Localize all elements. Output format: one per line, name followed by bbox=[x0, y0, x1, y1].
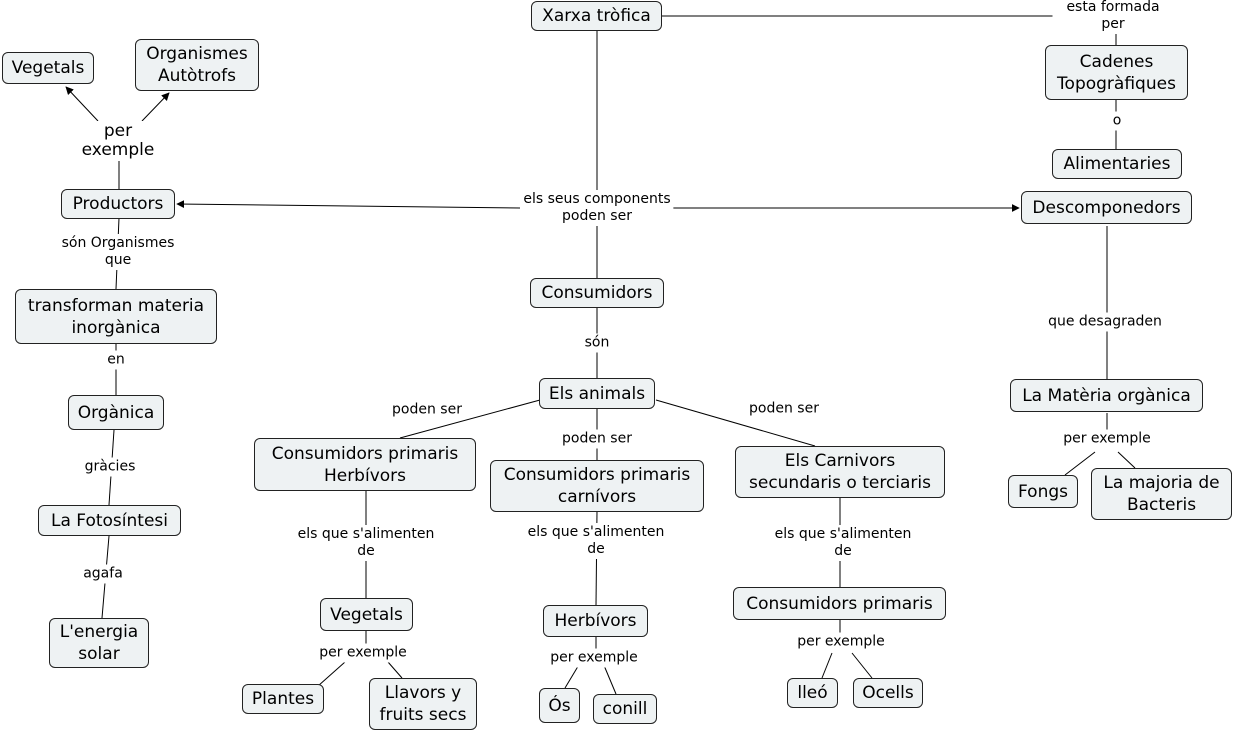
node-conill[interactable]: conill bbox=[593, 694, 657, 724]
node-fotosintesi[interactable]: La Fotosíntesi bbox=[38, 505, 181, 536]
label-en: en bbox=[104, 350, 128, 370]
node-carnivors-secundaris[interactable]: Els Carnivors secundaris o terciaris bbox=[735, 446, 945, 498]
label-son-organismes-que: són Organismes que bbox=[58, 234, 178, 270]
label-agafa: agafa bbox=[80, 564, 126, 584]
label-alimenten-herbivors: els que s'alimenten de bbox=[524, 523, 668, 559]
label-poden-ser-secundaris: poden ser bbox=[746, 399, 822, 419]
label-per-exemple-bacteris: per exemple bbox=[1060, 429, 1154, 449]
label-esta-formada-per: esta formada per bbox=[1052, 0, 1174, 34]
node-os[interactable]: Ós bbox=[539, 688, 580, 723]
node-els-animals[interactable]: Els animals bbox=[539, 378, 655, 409]
node-fongs[interactable]: Fongs bbox=[1008, 475, 1078, 508]
label-poden-ser-carnivors: poden ser bbox=[559, 429, 635, 449]
node-organismes-autotrofs[interactable]: Organismes Autòtrofs bbox=[135, 39, 259, 91]
label-per-exemple-consumidors: per exemple bbox=[794, 632, 888, 652]
node-transformen-materia[interactable]: transforman materia inorgànica bbox=[15, 289, 217, 344]
node-herbivors[interactable]: Herbívors bbox=[543, 605, 648, 637]
label-poden-ser-herbivors: poden ser bbox=[389, 400, 465, 420]
node-cadenes-topografiques[interactable]: Cadenes Topogràfiques bbox=[1045, 45, 1188, 100]
node-bacteris[interactable]: La majoria de Bacteris bbox=[1091, 468, 1232, 520]
label-o: o bbox=[1109, 111, 1125, 131]
label-gracies: gràcies bbox=[81, 457, 139, 477]
node-plantes[interactable]: Plantes bbox=[242, 684, 324, 714]
label-alimenten-vegetals: els que s'alimenten de bbox=[294, 525, 438, 561]
node-lleo[interactable]: lleó bbox=[787, 678, 838, 708]
node-energia-solar[interactable]: L'energia solar bbox=[49, 618, 149, 668]
label-son: són bbox=[581, 333, 613, 353]
node-llavors-fruits-secs[interactable]: Llavors y fruits secs bbox=[369, 678, 477, 730]
node-consumidors-primaris[interactable]: Consumidors primaris bbox=[733, 587, 946, 620]
label-per-exemple-vegetals: per exemple bbox=[316, 643, 410, 663]
node-descomponedors[interactable]: Descomponedors bbox=[1021, 191, 1192, 224]
node-xarxa-trofica[interactable]: Xarxa tròfica bbox=[531, 1, 662, 31]
node-consumidors-primaris-herbivors[interactable]: Consumidors primaris Herbívors bbox=[254, 438, 476, 491]
label-per-exemple-productors: per exemple bbox=[78, 121, 158, 161]
node-alimentaries[interactable]: Alimentaries bbox=[1052, 149, 1182, 179]
node-consumidors[interactable]: Consumidors bbox=[530, 278, 664, 308]
node-materia-organica[interactable]: La Matèria orgànica bbox=[1010, 379, 1203, 412]
node-productors[interactable]: Productors bbox=[61, 189, 175, 219]
label-que-desagraden: que desagraden bbox=[1045, 312, 1165, 332]
node-organica[interactable]: Orgànica bbox=[68, 395, 164, 430]
node-consumidors-primaris-carnivors[interactable]: Consumidors primaris carnívors bbox=[490, 460, 704, 512]
node-ocells[interactable]: Ocells bbox=[853, 678, 923, 708]
label-els-seus-components: els seus components poden ser bbox=[520, 190, 674, 226]
node-vegetals-bottom[interactable]: Vegetals bbox=[320, 598, 413, 631]
label-alimenten-consumidors: els que s'alimenten de bbox=[771, 525, 915, 561]
label-per-exemple-herbivors: per exemple bbox=[547, 648, 641, 668]
node-vegetals-top[interactable]: Vegetals bbox=[2, 52, 94, 84]
